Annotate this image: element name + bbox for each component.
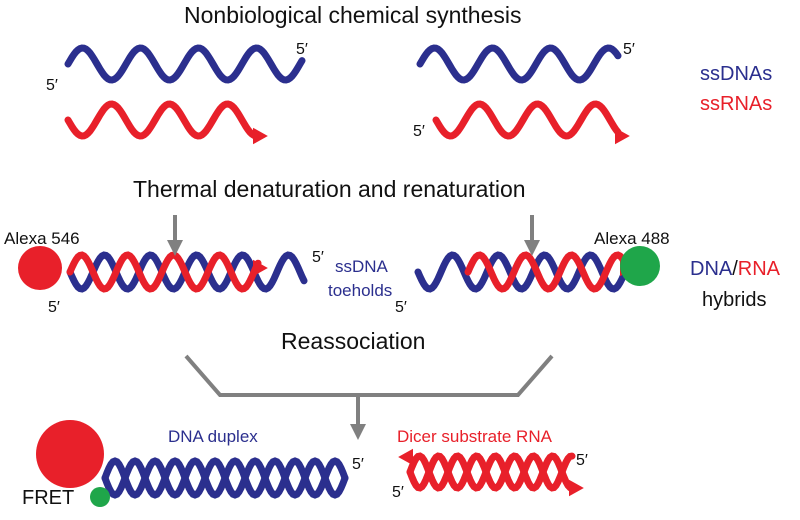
title-synthesis: Nonbiological chemical synthesis — [184, 2, 522, 28]
alexa546-dye — [18, 246, 62, 290]
reassociation-bracket — [184, 354, 554, 397]
five-prime-label: 5′ — [48, 299, 60, 316]
label-alexa546: Alexa 546 — [4, 229, 80, 248]
five-prime-label: 5′ — [392, 484, 404, 501]
five-prime-label: 5′ — [352, 456, 364, 473]
legend-ssdnas: ssDNAs — [700, 63, 773, 85]
five-prime-label: 5′ — [46, 77, 58, 94]
label-dicer-substrate: Dicer substrate RNA — [397, 427, 552, 446]
ssrna-strand — [64, 100, 262, 140]
five-prime-label: 5′ — [312, 249, 324, 266]
hybrid-subtitle: hybrids — [702, 289, 767, 311]
five-prime-label: 5′ — [623, 41, 635, 58]
label-toeholds-line1: ssDNA — [335, 257, 388, 276]
dicer-rna-arrowhead — [398, 448, 413, 466]
fret-donor-dye — [90, 487, 110, 507]
legend-ssrnas: ssRNAs — [700, 93, 773, 115]
hybrid-title: DNA/RNA — [690, 259, 780, 279]
dicer-rna-strand — [406, 452, 576, 492]
dicer-rna-strand — [406, 452, 576, 492]
label-dna-duplex: DNA duplex — [168, 427, 258, 446]
five-prime-label: 5′ — [395, 299, 407, 316]
alexa488-dye — [620, 246, 660, 286]
hybrid-rna-strand — [66, 251, 262, 293]
hybrid-rna-text: RNA — [737, 258, 781, 280]
dicer-rna-arrowhead — [569, 479, 584, 497]
hybrid-rna-strand — [464, 251, 628, 293]
label-fret: FRET — [22, 487, 75, 509]
hybrid-dna-text: DNA — [690, 258, 733, 280]
ssdna-strand — [416, 44, 622, 84]
hybrid-dna-strand — [414, 251, 628, 293]
ssrna-arrowhead — [615, 127, 630, 145]
ssdna-strand — [64, 44, 306, 84]
hybrid-rna-arrowhead — [253, 259, 268, 277]
five-prime-label: 5′ — [576, 452, 588, 469]
five-prime-label: 5′ — [413, 123, 425, 140]
ssrna-arrowhead — [253, 127, 268, 145]
label-toeholds-line2: toeholds — [328, 281, 393, 300]
hybrid-dna-strand — [66, 251, 308, 293]
ssrna-strand — [432, 100, 622, 140]
title-thermal: Thermal denaturation and renaturation — [133, 176, 526, 202]
label-alexa488: Alexa 488 — [594, 229, 670, 248]
hybrid-slash: / — [732, 258, 738, 280]
duplex-dna-strand — [101, 457, 349, 499]
five-prime-label: 5′ — [296, 41, 308, 58]
fret-acceptor-dye — [36, 420, 104, 488]
title-reassociation: Reassociation — [281, 328, 426, 354]
